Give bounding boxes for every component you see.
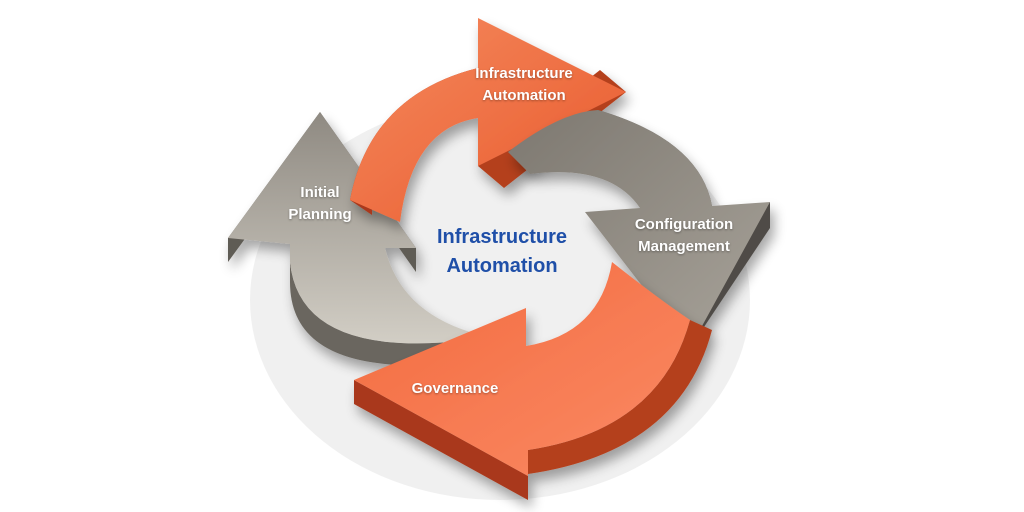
label-configuration-management-line1: Configuration xyxy=(634,216,734,233)
arrow-gov-face xyxy=(354,262,690,476)
label-initial-planning-line1: Initial xyxy=(300,184,340,201)
label-governance-line1: Governance xyxy=(411,380,499,397)
label-infrastructure-automation-line2: Automation xyxy=(482,87,566,104)
label-initial-planning: Initial Planning xyxy=(288,182,351,226)
center-title-line1: Infrastructure xyxy=(436,226,568,248)
label-initial-planning-line2: Planning xyxy=(288,206,352,223)
arrow-initial-planning-side-body xyxy=(290,262,470,366)
arrow-governance xyxy=(354,262,712,500)
label-infrastructure-automation-line1: Infrastructure xyxy=(475,65,573,82)
label-infrastructure-automation: Infrastructure Automation xyxy=(475,63,573,107)
arrow-infra-face xyxy=(350,18,626,222)
center-title-line2: Automation xyxy=(446,255,558,277)
arrow-initial-planning xyxy=(228,112,470,366)
arrow-initial-planning-face xyxy=(228,112,470,344)
arrow-gov-side-head xyxy=(354,380,528,500)
arrow-gov-side-body xyxy=(528,320,712,474)
label-configuration-management: Configuration Management xyxy=(635,214,733,258)
arrow-configuration-management xyxy=(508,110,770,348)
label-configuration-management-line2: Management xyxy=(638,238,730,255)
label-governance: Governance xyxy=(412,378,499,400)
center-title: Infrastructure Automation xyxy=(437,223,567,281)
arrow-config-face xyxy=(508,110,770,348)
